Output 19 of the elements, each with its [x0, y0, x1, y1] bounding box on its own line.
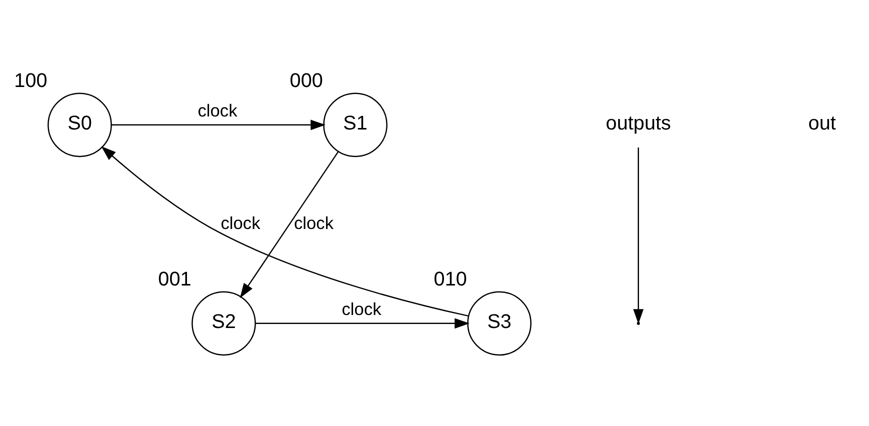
node-label: 000 [290, 70, 323, 92]
node-text: outputs [606, 112, 671, 135]
arrow [111, 120, 326, 130]
arrow [101, 146, 469, 317]
edge-label: clock [220, 212, 260, 233]
node-label: 001 [158, 268, 192, 290]
node-circle: S3 [467, 291, 532, 356]
node-label: 100 [14, 70, 48, 92]
edge-label: clock [294, 212, 334, 233]
node-circle: S1 [323, 92, 388, 158]
arrow [633, 148, 644, 324]
node-circle: S2 [192, 291, 256, 356]
edge-label: clock [198, 100, 238, 120]
label: out [808, 112, 836, 135]
arrow [255, 318, 470, 329]
node-label: 010 [434, 268, 467, 290]
edge-label: clock [342, 298, 382, 319]
node-circle: S0 [48, 92, 112, 158]
arrow [240, 151, 339, 298]
